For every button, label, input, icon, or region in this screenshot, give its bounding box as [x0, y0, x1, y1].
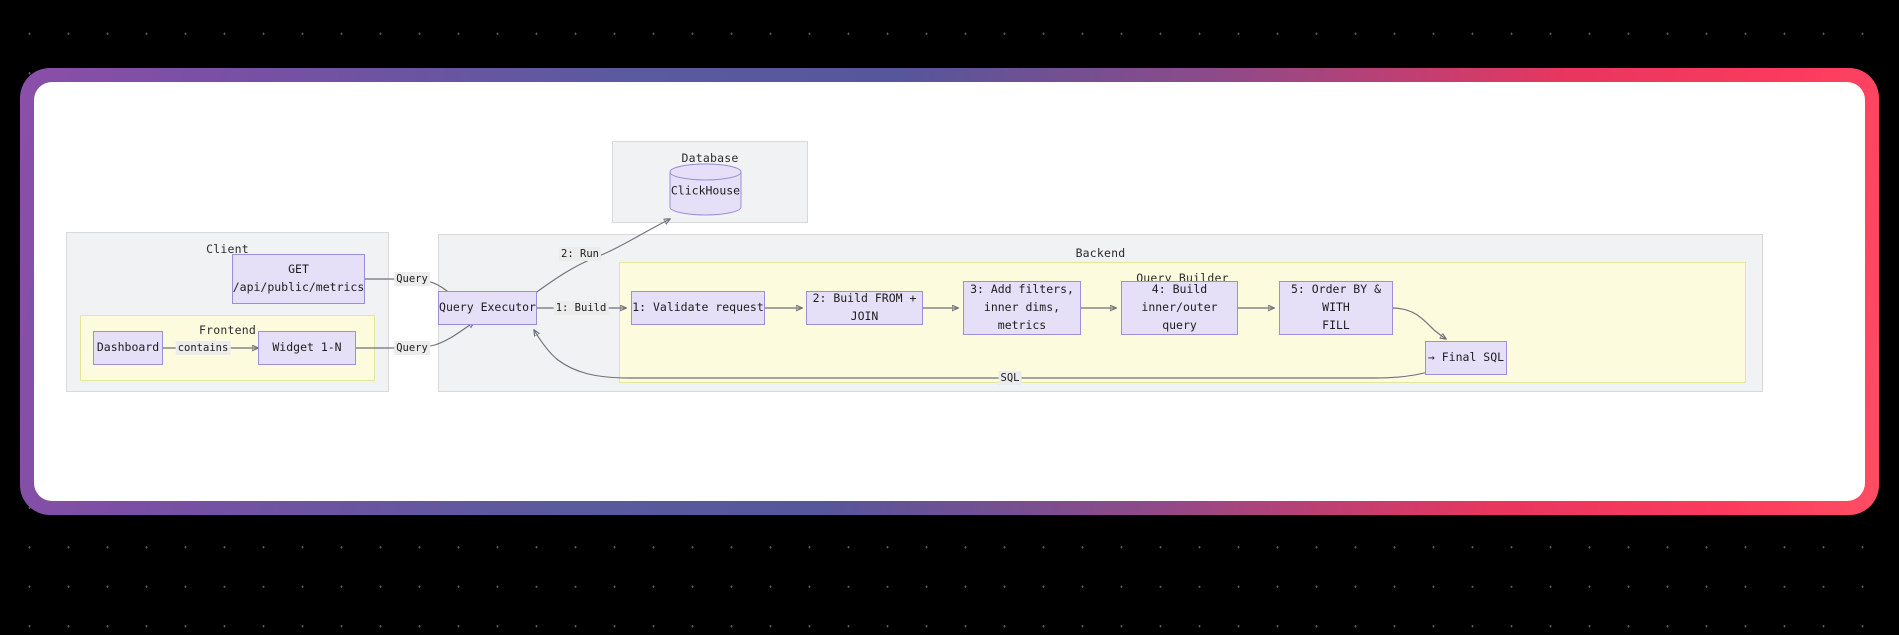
node-step-3-line2: inner dims, metrics [983, 300, 1061, 332]
node-widget-label: Widget 1-N [272, 340, 342, 355]
node-step-4-line2: inner/outer query [1141, 300, 1218, 332]
node-dashboard-label: Dashboard [96, 340, 160, 355]
node-step-3-add-filters[interactable]: 3: Add filters, inner dims, metrics [963, 281, 1081, 335]
edge-label-contains: contains [175, 341, 231, 355]
node-step-5-order-by[interactable]: 5: Order BY & WITH FILL [1279, 281, 1393, 335]
node-get-endpoint-method: GET [288, 262, 309, 277]
node-query-executor[interactable]: Query Executor [438, 291, 537, 325]
node-step-3-line1: 3: Add filters, [970, 282, 1074, 297]
node-step-4-line1: 4: Build [1151, 282, 1208, 297]
node-dashboard[interactable]: Dashboard [93, 331, 163, 365]
cluster-database-label: Database [681, 151, 739, 165]
diagram-canvas: Client Frontend Database Backend Query B… [34, 82, 1865, 501]
cluster-backend-label: Backend [1075, 246, 1126, 260]
node-step-2-label: 2: Build FROM + JOIN [812, 291, 917, 323]
cluster-client-label: Client [206, 242, 249, 256]
node-step-1-label: 1: Validate request [632, 300, 764, 315]
node-step-5-line2: FILL [1322, 317, 1350, 332]
node-get-endpoint[interactable]: GET /api/public/metrics [232, 254, 365, 304]
edge-label-run: 2: Run [559, 247, 601, 261]
node-get-endpoint-path: /api/public/metrics [232, 280, 365, 294]
node-final-sql-label: → Final SQL [1427, 350, 1505, 365]
cluster-frontend-label: Frontend [199, 323, 256, 337]
node-clickhouse[interactable]: ClickHouse [669, 163, 742, 216]
node-step-1-validate[interactable]: 1: Validate request [631, 291, 765, 325]
cylinder-icon [669, 163, 742, 216]
edge-label-query-top: Query [394, 272, 430, 286]
node-final-sql[interactable]: → Final SQL [1425, 341, 1507, 375]
node-widget[interactable]: Widget 1-N [258, 331, 356, 365]
node-step-5-line1: 5: Order BY & WITH [1290, 282, 1381, 315]
edge-label-query-bottom: Query [394, 341, 430, 355]
edge-label-build: 1: Build [553, 301, 609, 315]
node-clickhouse-label: ClickHouse [670, 183, 741, 198]
edge-label-sql: SQL [998, 371, 1022, 385]
gradient-frame: Client Frontend Database Backend Query B… [20, 68, 1879, 515]
node-step-4-build-query[interactable]: 4: Build inner/outer query [1121, 281, 1238, 335]
node-query-executor-label: Query Executor [439, 300, 536, 315]
node-step-2-build-from-join[interactable]: 2: Build FROM + JOIN [806, 291, 923, 325]
